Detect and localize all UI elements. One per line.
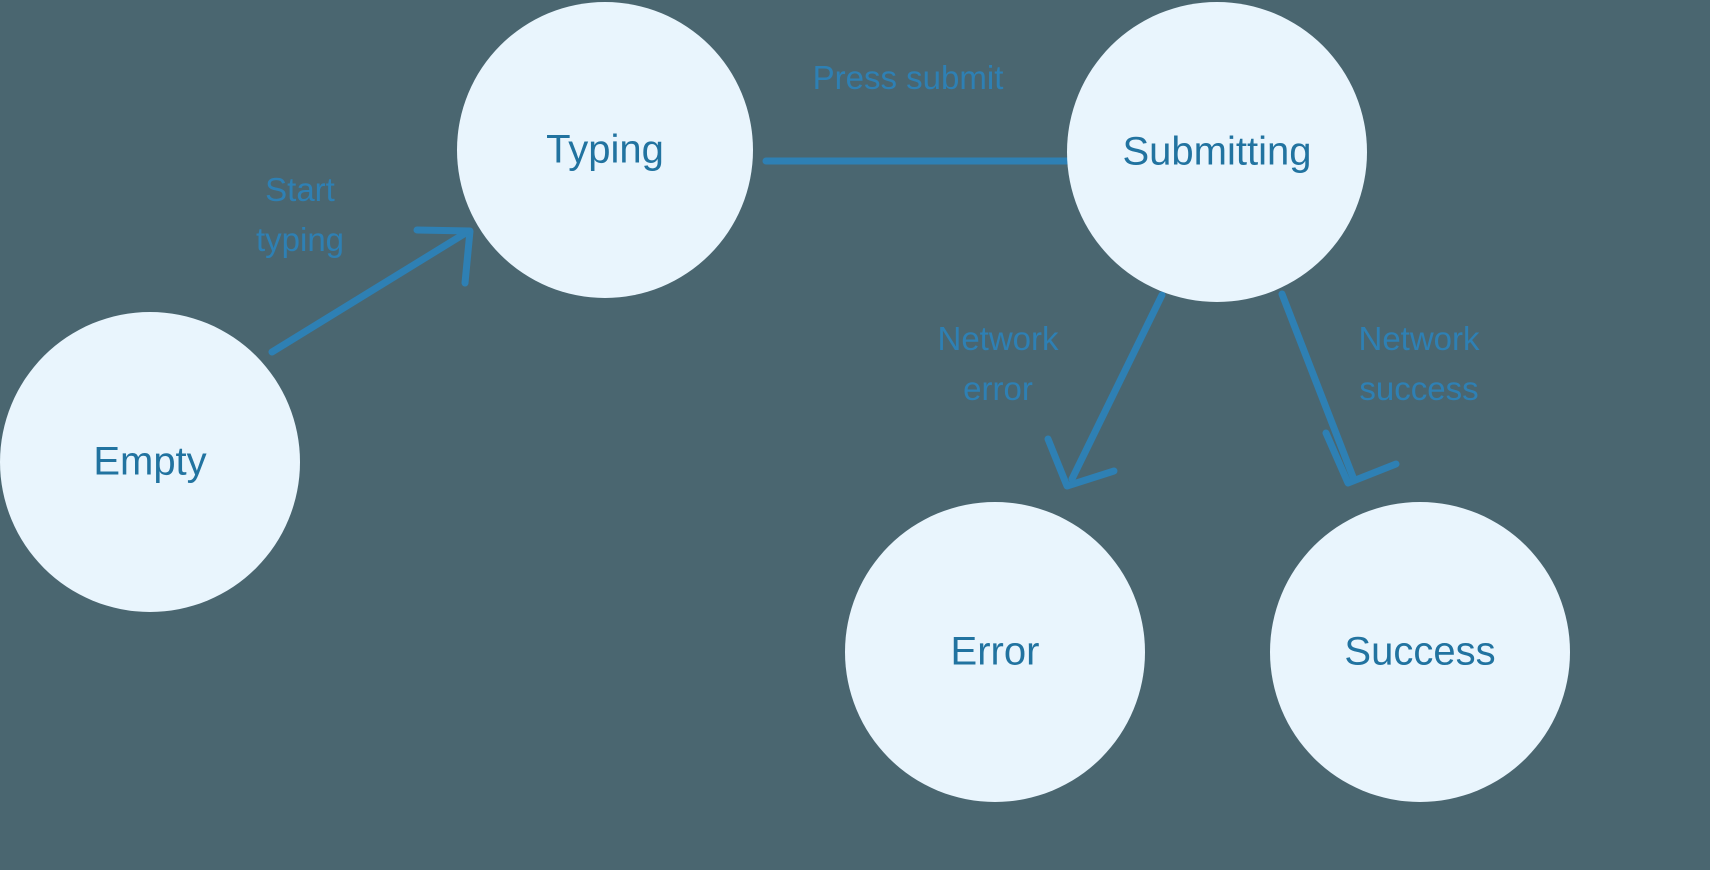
edge-label-line: Press submit [813,59,1004,96]
edge-label-line: Start [265,171,335,208]
state-node-empty[interactable]: Empty [0,312,300,612]
edge-label-line: error [963,370,1033,407]
edge-label-line: Network [937,320,1059,357]
edge-label-submitting-to-success: Network success [1358,320,1480,407]
edge-label-typing-to-submitting: Press submit [813,59,1004,96]
state-node-error[interactable]: Error [845,502,1145,802]
arrowhead-icon [1044,435,1118,490]
state-circle[interactable] [1270,502,1570,802]
state-label-success: Success [1344,630,1495,674]
state-node-success[interactable]: Success [1270,502,1570,802]
edge-line [1278,290,1357,481]
state-circle[interactable] [457,2,753,298]
edge-line [1068,291,1166,483]
edges-layer [268,120,1400,490]
edge-empty-to-typing [268,226,474,356]
edge-label-line: Network [1358,320,1480,357]
state-label-typing: Typing [546,128,664,172]
edge-submitting-to-success [1278,290,1400,487]
state-circle[interactable] [1067,2,1367,302]
arrowhead-icon [413,226,474,287]
arrowhead-icon [1322,429,1400,487]
edge-line [268,230,468,356]
state-label-empty: Empty [93,440,206,484]
edge-submitting-to-error [1044,291,1166,490]
edge-label-line: typing [256,221,344,258]
state-circle[interactable] [845,502,1145,802]
state-node-submitting[interactable]: Submitting [1067,2,1367,302]
state-label-error: Error [951,630,1040,674]
edge-label-empty-to-typing: Start typing [256,171,344,258]
edge-label-submitting-to-error: Network error [937,320,1059,407]
edge-label-line: success [1359,370,1478,407]
state-label-submitting: Submitting [1123,130,1312,174]
state-circle[interactable] [0,312,300,612]
state-node-typing[interactable]: Typing [457,2,753,298]
